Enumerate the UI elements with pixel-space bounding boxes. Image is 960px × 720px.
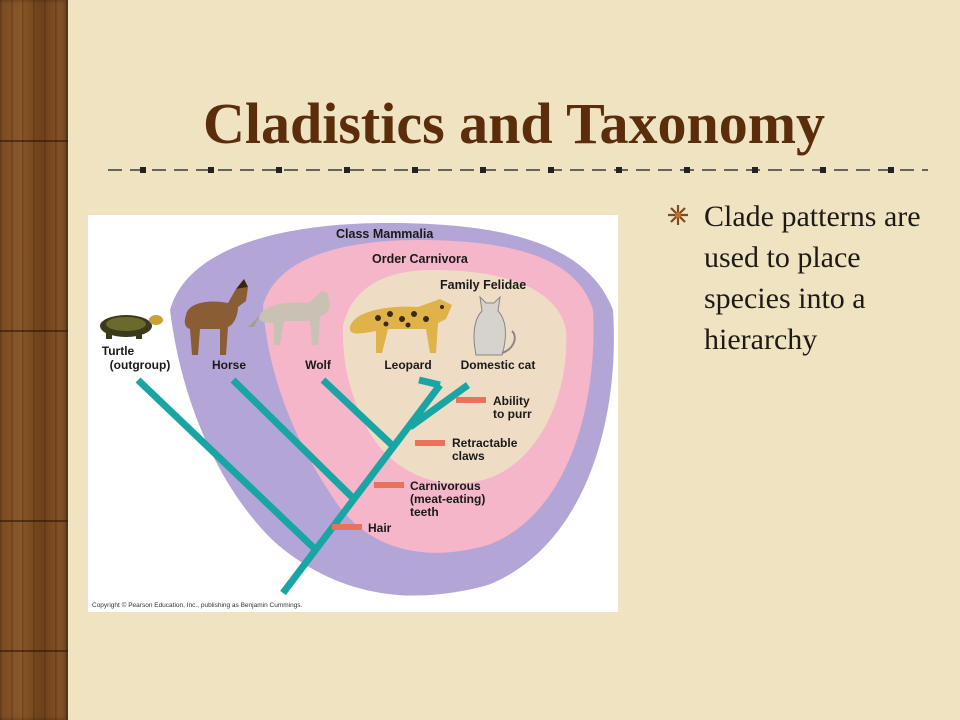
wood-border [0, 0, 68, 720]
trait-purr-label-2: to purr [493, 407, 532, 421]
cladogram-branches [135, 376, 471, 596]
cat-branch [407, 382, 471, 430]
trait-hair-label: Hair [368, 521, 392, 535]
starburst-bullet-icon [668, 205, 688, 225]
turtle-icon [100, 315, 163, 339]
wood-seam [0, 520, 68, 522]
hair-trait-bar [332, 524, 362, 530]
class-mammalia-label: Class Mammalia [336, 227, 434, 241]
wood-seam [0, 650, 68, 652]
wolf-branch [320, 377, 397, 450]
trait-claws-label-2: claws [452, 449, 485, 463]
trait-claws-label: Retractable [452, 436, 518, 450]
trait-carnivorous-label: Carnivorous [410, 479, 481, 493]
claws-trait-bar [415, 440, 445, 446]
main-trunk [280, 382, 443, 596]
taxon-cat-label: Domestic cat [461, 358, 536, 372]
leopard-branch [418, 376, 441, 389]
slide-title: Cladistics and Taxonomy [202, 91, 826, 156]
purr-trait-bar [456, 397, 486, 403]
trait-carnivorous-label-3: teeth [410, 505, 439, 519]
wood-seam [0, 330, 68, 332]
horse-branch [230, 377, 357, 502]
turtle-branch [135, 377, 319, 553]
cladogram-figure: Class Mammalia Order Carnivora Family Fe… [88, 215, 618, 612]
trait-purr-label: Ability [493, 394, 530, 408]
taxon-horse-label: Horse [212, 358, 246, 372]
trait-carnivorous-label-2: (meat-eating) [410, 492, 485, 506]
taxon-leopard-label: Leopard [384, 358, 431, 372]
leopard-icon [349, 299, 452, 353]
trait-markers [332, 397, 486, 530]
family-felidae-label: Family Felidae [440, 278, 526, 292]
cladogram-svg: Class Mammalia Order Carnivora Family Fe… [92, 223, 614, 609]
order-carnivora-label: Order Carnivora [372, 252, 469, 266]
taxon-wolf-label: Wolf [305, 358, 332, 372]
title-divider [108, 167, 928, 173]
taxon-turtle-label: Turtle [102, 344, 135, 358]
wood-seam [0, 140, 68, 142]
wolf-icon [248, 291, 330, 345]
taxon-turtle-sublabel: (outgroup) [110, 358, 171, 372]
bullet-text: Clade patterns are used to place species… [704, 200, 921, 356]
domestic-cat-icon [473, 295, 516, 356]
horse-icon [184, 279, 248, 355]
carnivorous-trait-bar [374, 482, 404, 488]
copyright-text: Copyright © Pearson Education, Inc., pub… [92, 601, 303, 609]
